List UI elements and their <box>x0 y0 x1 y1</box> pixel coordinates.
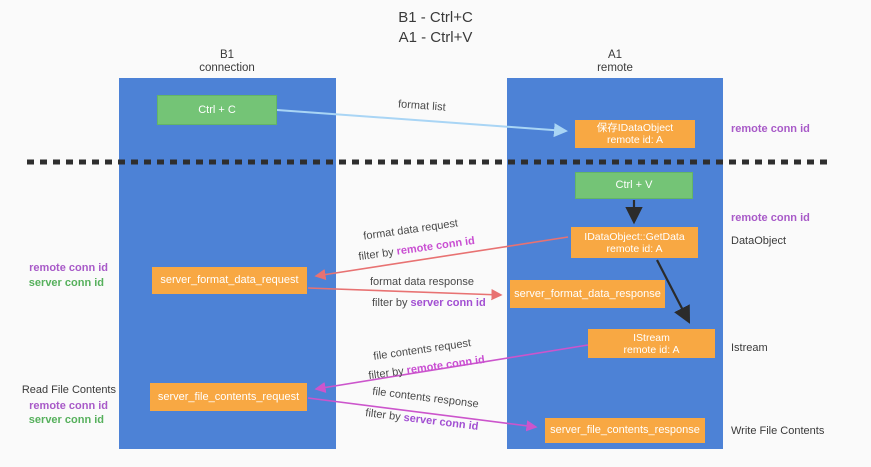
label-format-list: format list <box>397 98 447 114</box>
left-label-server-conn-id-2: server conn id <box>28 414 104 426</box>
left-label-remote-conn-id-1: remote conn id <box>29 262 108 274</box>
title-line-1: B1 - Ctrl+C <box>398 9 473 26</box>
node-ctrl-c: Ctrl + C <box>157 95 277 125</box>
remote-conn-id-highlight-2: remote conn id <box>405 353 486 377</box>
node-save-idataobject-line1: 保存IDataObject <box>596 122 674 134</box>
node-server-file-contents-response: server_file_contents_response <box>545 418 705 443</box>
node-format-response-label: server_format_data_response <box>514 287 661 300</box>
node-server-file-contents-request: server_file_contents_request <box>150 383 307 411</box>
node-server-format-data-response: server_format_data_response <box>510 280 665 308</box>
right-label-write-file-contents: Write File Contents <box>731 425 825 437</box>
node-istream: IStream remote id: A <box>588 329 715 358</box>
right-label-remote-conn-id-mid: remote conn id <box>731 212 810 224</box>
node-istream-line1: IStream <box>633 331 670 344</box>
label-filter-server-1: filter by server conn id <box>372 297 486 309</box>
node-file-response-label: server_file_contents_response <box>550 424 700 436</box>
right-label-remote-conn-id-top: remote conn id <box>731 123 810 135</box>
node-ctrl-c-label: Ctrl + C <box>198 103 236 116</box>
filter-by-text-1: filter by <box>357 245 398 264</box>
lane-b1-name: B1 <box>219 49 235 61</box>
node-file-request-label: server_file_contents_request <box>157 390 300 403</box>
right-label-dataobject: DataObject <box>731 235 787 247</box>
node-istream-line2: remote id: A <box>623 343 680 356</box>
label-file-contents-response: file contents response <box>371 385 480 411</box>
left-label-remote-conn-id-2: remote conn id <box>29 400 108 412</box>
lane-header-a1: A1 remote <box>555 49 675 75</box>
label-format-data-response: format data response <box>370 276 474 288</box>
node-getdata-line2: remote id: A <box>606 242 663 255</box>
arrow-format-data-response <box>307 287 503 301</box>
node-server-format-data-request: server_format_data_request <box>152 267 307 294</box>
node-idataobject-getdata: IDataObject::GetData remote id: A <box>571 227 698 258</box>
left-label-read-file-contents: Read File Contents <box>21 384 116 396</box>
remote-conn-id-highlight-1: remote conn id <box>395 234 476 258</box>
filter-by-text-4: filter by <box>364 407 405 424</box>
server-conn-id-highlight-1: server conn id <box>410 297 486 309</box>
filter-by-text-2: filter by <box>372 297 411 309</box>
node-getdata-line1: IDataObject::GetData <box>584 230 685 243</box>
node-format-request-label: server_format_data_request <box>160 274 299 286</box>
node-save-idataobject: 保存IDataObject remote id: A <box>575 120 695 148</box>
right-label-istream: Istream <box>731 342 768 354</box>
lane-b1-subtitle: connection <box>199 62 255 74</box>
server-conn-id-highlight-2: server conn id <box>402 411 480 433</box>
label-filter-server-2: filter by server conn id <box>365 407 479 433</box>
diagram-title: B1 - Ctrl+C A1 - Ctrl+V <box>0 8 871 48</box>
left-label-server-conn-id-1: server conn id <box>28 277 104 289</box>
node-ctrl-v-label: Ctrl + V <box>615 179 653 191</box>
filter-by-text-3: filter by <box>367 364 408 383</box>
title-line-2: A1 - Ctrl+V <box>398 29 473 46</box>
lane-a1-subtitle: remote <box>597 62 633 74</box>
node-ctrl-v: Ctrl + V <box>575 172 693 199</box>
lane-a1-name: A1 <box>607 49 623 61</box>
node-save-idataobject-line2: remote id: A <box>606 134 664 146</box>
lane-header-b1: B1 connection <box>167 49 287 75</box>
